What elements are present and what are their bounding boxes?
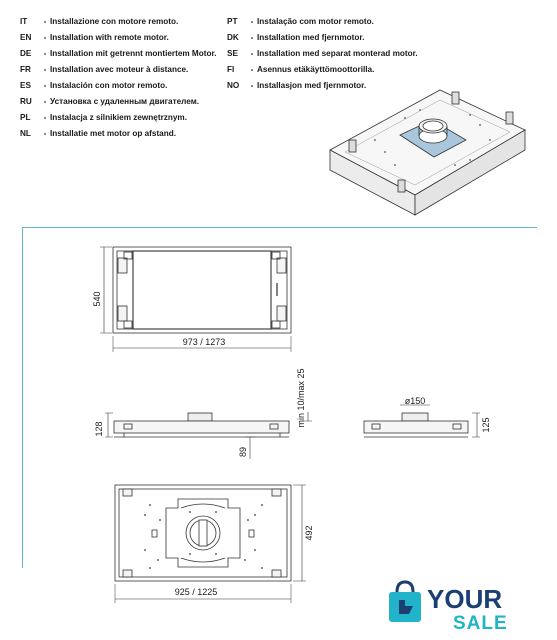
language-list-left: IT-Installazione con motore remoto. EN-I… bbox=[20, 14, 217, 142]
lang-code: PT bbox=[227, 17, 238, 26]
lang-row-es: ES -Instalación con motor remoto. bbox=[20, 78, 217, 94]
lang-text: Instalacja z silnikiem zewnętrznym. bbox=[50, 113, 187, 122]
lang-dash: - bbox=[250, 65, 254, 74]
lang-code: NO bbox=[227, 81, 240, 90]
lang-dash: - bbox=[43, 97, 47, 106]
lang-dash: - bbox=[43, 65, 47, 74]
dim-side-drop: 89 bbox=[238, 447, 248, 457]
front-view bbox=[363, 404, 480, 438]
lang-text: Installasjon med fjernmotor. bbox=[257, 81, 367, 90]
lang-row-it: IT -Installazione con motore remoto. bbox=[20, 14, 217, 30]
lang-dash: - bbox=[250, 81, 254, 90]
lang-text: Installatie met motor op afstand. bbox=[50, 129, 177, 138]
lang-code: PL bbox=[20, 113, 31, 122]
lang-text: Installation avec moteur à distance. bbox=[50, 65, 189, 74]
lang-dash: - bbox=[250, 33, 254, 42]
dim-bottom-width: 925 / 1225 bbox=[175, 587, 218, 597]
lang-row-se: SE -Installation med separat monterad mot… bbox=[227, 46, 418, 62]
side-view bbox=[105, 412, 312, 459]
lang-text: Instalación con motor remoto. bbox=[50, 81, 168, 90]
lang-code: FR bbox=[20, 65, 31, 74]
dim-side-height: 128 bbox=[94, 421, 104, 436]
lang-dash: - bbox=[250, 17, 254, 26]
bottom-view bbox=[114, 484, 306, 603]
lang-code: FI bbox=[227, 65, 235, 74]
lang-code: ES bbox=[20, 81, 31, 90]
lang-code: EN bbox=[20, 33, 32, 42]
lang-row-de: DE -Installation mit getrennt montiertem … bbox=[20, 46, 217, 62]
lang-text: Instalação com motor remoto. bbox=[257, 17, 374, 26]
lang-dash: - bbox=[43, 113, 47, 122]
lang-text: Установка с удаленным двигателем. bbox=[50, 97, 200, 106]
lang-dash: - bbox=[43, 49, 47, 58]
lang-text: Installation mit getrennt montiertem Mot… bbox=[50, 49, 217, 58]
lang-row-nl: NL -Installatie met motor op afstand. bbox=[20, 126, 217, 142]
yoursale-logo: YOUR SALE bbox=[389, 580, 508, 634]
dim-bottom-depth: 492 bbox=[304, 525, 314, 540]
shopping-bag-icon bbox=[389, 580, 421, 622]
lang-row-ru: RU -Установка с удаленным двигателем. bbox=[20, 94, 217, 110]
isometric-view bbox=[329, 89, 526, 216]
language-list-right: PT-Instalação com motor remoto. DK-Insta… bbox=[227, 14, 418, 94]
lang-row-fi: FI -Asennus etäkäyttömoottorilla. bbox=[227, 62, 418, 78]
lang-row-no: NO -Installasjon med fjernmotor. bbox=[227, 78, 418, 94]
dim-min-max: min 10/max 25 bbox=[296, 368, 306, 427]
lang-code: SE bbox=[227, 49, 238, 58]
dim-top-width: 973 / 1273 bbox=[183, 337, 226, 347]
lang-text: Installation med separat monterad motor. bbox=[257, 49, 418, 58]
lang-row-en: EN -Installation with remote motor. bbox=[20, 30, 217, 46]
logo-word-your: YOUR bbox=[427, 584, 502, 614]
lang-dash: - bbox=[250, 49, 254, 58]
drawing-panel-frame bbox=[22, 227, 537, 568]
dim-front-diameter: ø150 bbox=[405, 396, 426, 406]
top-view bbox=[100, 246, 292, 352]
lang-text: Installazione con motore remoto. bbox=[50, 17, 179, 26]
lang-row-pl: PL -Instalacja z silnikiem zewnętrznym. bbox=[20, 110, 217, 126]
lang-text: Installation with remote motor. bbox=[50, 33, 169, 42]
lang-code: DK bbox=[227, 33, 239, 42]
lang-text: Installation med fjernmotor. bbox=[257, 33, 365, 42]
lang-row-fr: FR -Installation avec moteur à distance. bbox=[20, 62, 217, 78]
lang-code: IT bbox=[20, 17, 28, 26]
lang-code: RU bbox=[20, 97, 32, 106]
logo-word-sale: SALE bbox=[453, 613, 508, 634]
lang-dash: - bbox=[43, 81, 47, 90]
lang-code: NL bbox=[20, 129, 31, 138]
lang-dash: - bbox=[43, 33, 47, 42]
dim-front-height: 125 bbox=[481, 417, 491, 432]
lang-dash: - bbox=[43, 17, 47, 26]
lang-code: DE bbox=[20, 49, 32, 58]
dim-top-height: 540 bbox=[92, 291, 102, 306]
lang-dash: - bbox=[43, 129, 47, 138]
lang-row-pt: PT -Instalação com motor remoto. bbox=[227, 14, 418, 30]
lang-row-dk: DK -Installation med fjernmotor. bbox=[227, 30, 418, 46]
lang-text: Asennus etäkäyttömoottorilla. bbox=[257, 65, 375, 74]
